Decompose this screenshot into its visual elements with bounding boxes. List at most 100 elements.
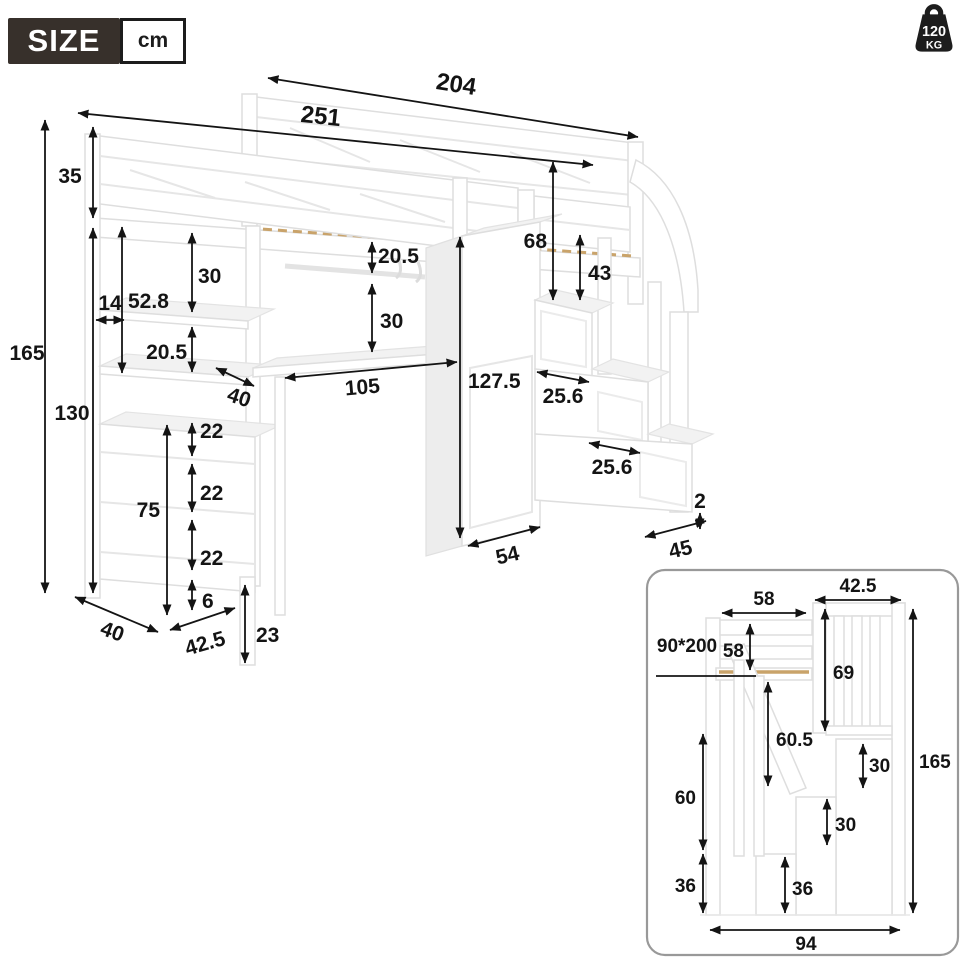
- dim-label: 75: [137, 499, 161, 522]
- dim-label: 54: [494, 542, 522, 570]
- shelf-upper: [97, 297, 277, 330]
- dim-plinth-height: 6: [187, 579, 214, 613]
- dim-label: 204: [434, 68, 478, 101]
- dim-label: 251: [299, 101, 342, 132]
- weight-capacity-icon: 120 KG: [903, 2, 965, 64]
- desk-leg: [274, 376, 286, 616]
- dim-drawer-unit-width: 40: [74, 596, 159, 647]
- dim-deck-to-rod: 20.5: [367, 241, 419, 274]
- dim-label: 22: [200, 482, 223, 505]
- dim-label: 45: [667, 536, 695, 564]
- dim-label: 25.6: [592, 456, 633, 479]
- dim-label: 20.5: [146, 341, 187, 364]
- dim-underbed-height: 130: [54, 227, 98, 594]
- dim-shelf-section-height: 52.8: [117, 226, 169, 374]
- dim-label: 94: [795, 934, 817, 955]
- weight-value: 120: [922, 24, 946, 40]
- dim-drawer-unit-depth: 42.5: [169, 607, 236, 660]
- dim-slats-to-step: 60.5: [763, 681, 813, 787]
- dim-label: 60.5: [776, 730, 813, 751]
- dim-stair-guard-width: 42.5: [814, 576, 902, 605]
- unit-label: cm: [120, 18, 186, 64]
- dim-label: 42.5: [182, 627, 228, 660]
- dim-label: 30: [869, 756, 890, 777]
- dim-rail-to-slats: 58: [723, 623, 755, 671]
- dim-total-length: 251: [77, 101, 594, 169]
- dim-label: 36: [675, 876, 696, 897]
- dim-leg-height: 23: [240, 584, 279, 664]
- dim-guard-above-stairs: 43: [575, 234, 611, 301]
- dim-label: 58: [723, 641, 744, 662]
- dim-shelf-gap-lower: 20.5: [146, 326, 197, 373]
- dim-label: 23: [256, 624, 279, 647]
- dim-label: 20.5: [378, 245, 419, 268]
- dim-wardrobe-depth: 54: [467, 525, 541, 570]
- dim-label: 69: [833, 663, 854, 684]
- dim-rail-to-top-step: 68: [524, 161, 558, 301]
- dim-drawer-height-3: 22: [187, 519, 223, 571]
- side-view-inset: 90*200 58 42.5 58 69: [645, 568, 960, 957]
- dim-label: 42.5: [840, 576, 877, 597]
- drawer-chest: [97, 411, 284, 593]
- weight-unit: KG: [926, 40, 942, 52]
- dim-inset-total-depth: 94: [709, 925, 901, 955]
- storage-staircase: [533, 158, 715, 513]
- wardrobe-door: [469, 354, 533, 530]
- stair-step-3: [534, 423, 715, 513]
- dim-step-depth-lower: 25.6: [588, 440, 641, 479]
- inset-dimensions: 90*200 58 42.5 58 69: [656, 576, 951, 955]
- main-dimensions: 204 251 35 165 130 14: [9, 68, 707, 664]
- dim-label: 22: [200, 547, 223, 570]
- inset-stair-guard: [812, 602, 906, 916]
- unit-leg: [239, 576, 256, 666]
- dim-label: 30: [380, 310, 403, 333]
- stair-baluster-2: [647, 281, 662, 443]
- dim-side-upper: 60: [675, 733, 708, 851]
- dim-label: 6: [202, 590, 214, 613]
- dim-label: 30: [198, 265, 221, 288]
- dim-label: 25.6: [543, 385, 584, 408]
- dim-drawer-unit-height: 75: [137, 424, 172, 616]
- dim-label: 130: [54, 402, 89, 425]
- dim-mattress-size: 90*200: [656, 636, 756, 677]
- inset-bed-side-view: [700, 602, 910, 916]
- inset-rail-board-1: [719, 619, 813, 636]
- dim-step-rise-upper: 30: [858, 743, 890, 789]
- dim-label: 22: [200, 420, 223, 443]
- mid-front-post: [452, 177, 468, 241]
- size-label: SIZE: [8, 18, 120, 64]
- dim-staircase-depth: 45: [644, 519, 707, 564]
- dim-step-rise-lower: 36: [780, 856, 813, 914]
- wardrobe: [425, 213, 563, 557]
- dim-label: 35: [58, 165, 82, 188]
- dim-label: 52.8: [128, 290, 169, 313]
- dim-inset-total-height: 165: [908, 608, 951, 914]
- dim-shelf-gap-upper: 30: [187, 232, 221, 313]
- dim-label: 90*200: [657, 636, 717, 657]
- dim-wardrobe-height: 127.5: [455, 236, 521, 539]
- dim-drawer-height-1: 22: [187, 420, 223, 457]
- dim-label: 40: [97, 617, 127, 647]
- stair-step-2: [534, 358, 671, 447]
- dim-label: 36: [792, 879, 813, 900]
- stair-handrail: [629, 158, 699, 313]
- dim-label: 165: [919, 752, 951, 773]
- clothes-rod: [284, 257, 426, 284]
- dim-label: 127.5: [468, 370, 521, 393]
- dim-drawer-height-2: 22: [187, 463, 223, 513]
- dim-label: 68: [524, 230, 548, 253]
- dim-guardrail-height: 35: [58, 126, 98, 219]
- dim-label: 105: [344, 375, 381, 401]
- dim-total-height: 165: [9, 119, 50, 594]
- dim-desk-length: 105: [284, 358, 458, 401]
- dim-label: 30: [835, 815, 856, 836]
- dim-label: 2: [694, 490, 706, 513]
- dim-rod-to-desk: 30: [367, 283, 403, 353]
- dim-label: 60: [675, 788, 696, 809]
- weight-body: [915, 14, 953, 52]
- inset-left-post: [705, 617, 721, 916]
- loft-bed-illustration: [84, 93, 715, 666]
- dim-label: 165: [9, 342, 44, 365]
